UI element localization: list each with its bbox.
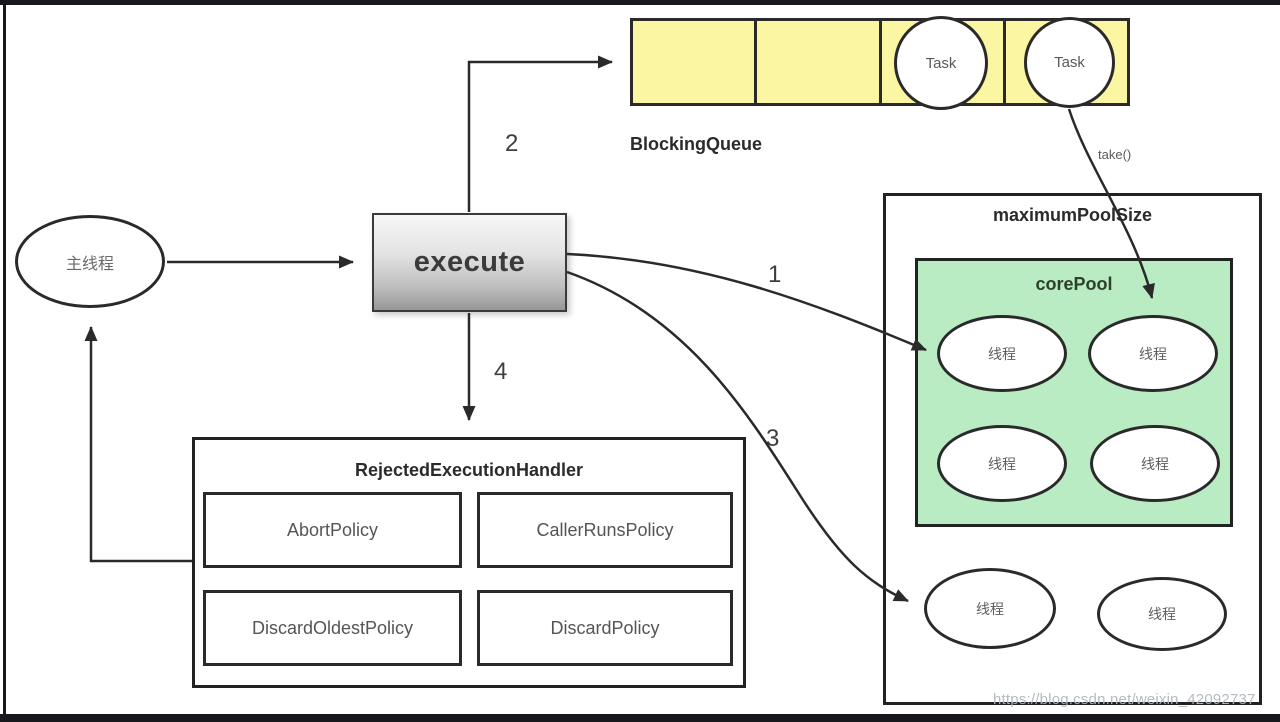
step-label-3: 3 [766,425,780,452]
blocking-queue-label: BlockingQueue [630,134,763,154]
top-video-bar [0,0,1280,5]
main-thread-ellipse: 主线程 [15,215,165,308]
bottom-video-bar [0,714,1280,722]
policy-box-discard: DiscardPolicy [477,590,733,666]
core-thread-ellipse: 线程 [937,315,1067,392]
task-circle: Task [1024,17,1115,108]
core-pool-label: corePool [1035,274,1113,294]
step-label-4: 4 [494,358,508,385]
arrow-execute-to-corepool [566,252,927,352]
maximum-pool-size-label: maximumPoolSize [992,205,1153,225]
arrow-execute-to-queue [467,55,613,212]
rejected-execution-handler-label: RejectedExecutionHandler [354,460,584,480]
step-label-2: 2 [505,130,519,157]
queue-cell [757,21,882,103]
policy-box-abort: AbortPolicy [203,492,462,568]
arrow-handler-to-main [84,326,192,563]
step-label-1: 1 [768,261,782,288]
core-thread-ellipse: 线程 [1090,425,1220,502]
queue-cell [633,21,758,103]
execute-box: execute [372,213,567,312]
extra-thread-ellipse: 线程 [1097,577,1227,651]
extra-thread-ellipse: 线程 [924,568,1056,649]
policy-box-discard-oldest: DiscardOldestPolicy [203,590,462,666]
left-edge-line [3,0,6,722]
core-thread-ellipse: 线程 [1088,315,1218,392]
task-circle: Task [894,16,988,110]
policy-box-caller-runs: CallerRunsPolicy [477,492,733,568]
core-thread-ellipse: 线程 [937,425,1067,502]
take-method-label: take() [1098,147,1132,162]
watermark-url: https://blog.csdn.net/weixin_42092737 [993,691,1256,708]
